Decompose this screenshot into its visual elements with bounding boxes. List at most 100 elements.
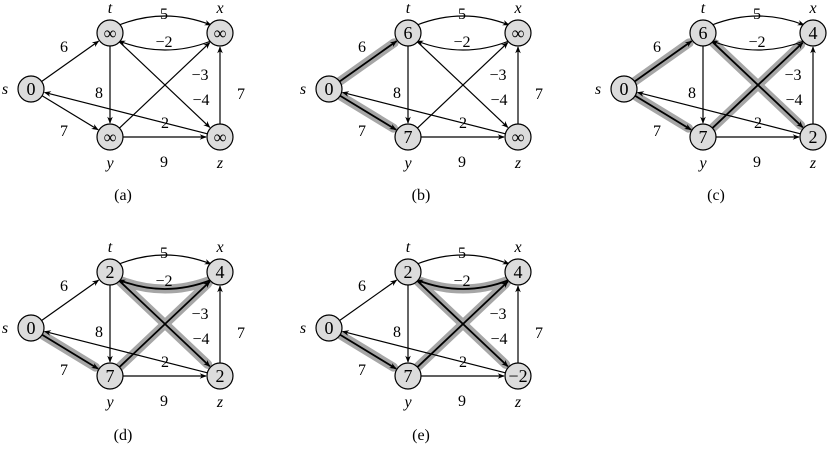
edge-weight-s-y: 7 — [358, 362, 366, 379]
edge-t-x — [416, 15, 510, 26]
vertex-y: 7y — [394, 362, 422, 411]
vertex-distance: 2 — [404, 262, 413, 282]
vertex-name: s — [595, 81, 601, 98]
vertex-y: 7y — [96, 362, 124, 411]
vertex-circle — [689, 123, 717, 151]
edge-weight-z-s: 2 — [459, 115, 467, 132]
vertex-circle — [394, 362, 422, 390]
edge-weight-z-x: 7 — [535, 325, 543, 342]
vertex-distance: 7 — [106, 366, 115, 386]
vertex-distance: 0 — [620, 79, 629, 99]
edge-weight-s-y: 7 — [358, 123, 366, 140]
vertex-y: ∞y — [96, 123, 124, 172]
vertex-name: y — [402, 394, 412, 411]
vertex-y: 7y — [394, 123, 422, 172]
edge-weight-y-z: 9 — [160, 154, 168, 171]
edge-weight-y-x: −3 — [489, 67, 506, 84]
vertex-name: t — [108, 0, 113, 17]
vertex-distance: 0 — [325, 79, 334, 99]
edge-weight-y-z: 9 — [458, 393, 466, 410]
vertex-distance: −2 — [508, 366, 527, 386]
edge-weight-x-t: −2 — [155, 34, 172, 51]
vertex-distance: 2 — [106, 262, 115, 282]
vertex-distance: 4 — [216, 262, 225, 282]
edge-y-x — [711, 41, 804, 129]
edge-y-x — [417, 42, 509, 129]
edge-s-t — [634, 40, 693, 83]
edge-s-t — [41, 40, 100, 82]
edge-x-t — [118, 40, 212, 51]
vertex-name: y — [697, 155, 707, 172]
edge-weight-y-x: −3 — [489, 306, 506, 323]
edge-s-t — [41, 279, 100, 321]
vertex-distance: ∞ — [512, 23, 525, 43]
vertex-s: 0s — [2, 314, 45, 342]
edge-weight-x-t: −2 — [453, 34, 470, 51]
vertex-name: y — [104, 155, 114, 172]
vertex-circle — [504, 19, 532, 47]
edge-weight-t-z: −4 — [192, 331, 209, 348]
vertex-z: 2z — [206, 362, 234, 411]
edge-s-y — [339, 94, 397, 131]
vertex-circle — [17, 314, 45, 342]
edge-s-y — [634, 94, 692, 131]
vertex-distance: 2 — [809, 127, 818, 147]
edge-t-x — [118, 15, 212, 26]
vertex-t: 2t — [394, 239, 422, 286]
edge-weight-x-t: −2 — [453, 273, 470, 290]
edge-weight-z-s: 2 — [161, 354, 169, 371]
vertex-name: s — [2, 320, 8, 337]
edge-x-t — [416, 279, 510, 290]
edge-weight-z-s: 2 — [754, 115, 762, 132]
vertex-y: 7y — [689, 123, 717, 172]
edge-y-x — [118, 280, 211, 368]
edge-weight-t-y: 8 — [393, 324, 401, 341]
edge-z-s — [341, 330, 506, 374]
edge-weight-s-t: 6 — [60, 39, 68, 56]
vertex-circle — [689, 19, 717, 47]
vertex-name: x — [215, 0, 223, 17]
edge-x-t — [416, 40, 510, 51]
vertex-name: x — [215, 239, 223, 256]
vertex-circle — [394, 123, 422, 151]
edge-weight-s-y: 7 — [60, 123, 68, 140]
panel-caption: (c) — [707, 187, 725, 204]
edge-weight-s-y: 7 — [653, 123, 661, 140]
edge-weight-x-t: −2 — [155, 273, 172, 290]
panel-caption: (b) — [412, 187, 431, 204]
vertex-circle — [96, 362, 124, 390]
shortest-path-highlights — [333, 38, 399, 133]
edge-weight-t-x: 5 — [458, 6, 466, 23]
edge-weight-z-x: 7 — [237, 325, 245, 342]
vertex-distance: 2 — [216, 366, 225, 386]
vertex-distance: ∞ — [214, 127, 227, 147]
vertex-distance: 6 — [699, 23, 708, 43]
vertex-s: 0s — [300, 314, 343, 342]
vertex-distance: ∞ — [512, 127, 525, 147]
edge-weight-s-y: 7 — [60, 362, 68, 379]
vertex-t: 6t — [689, 0, 717, 47]
edge-weight-s-t: 6 — [358, 39, 366, 56]
edge-weight-t-z: −4 — [490, 331, 507, 348]
edge-y-x — [119, 42, 211, 129]
edge-y-x — [416, 280, 509, 368]
vertex-name: s — [2, 81, 8, 98]
vertex-x: ∞x — [206, 0, 234, 47]
vertex-circle — [96, 19, 124, 47]
vertex-name: x — [513, 0, 521, 17]
vertex-circle — [394, 258, 422, 286]
nodes: 0s∞t∞x∞y∞z — [2, 0, 234, 172]
vertex-name: t — [406, 239, 411, 256]
edge-weight-y-x: −3 — [784, 67, 801, 84]
vertex-distance: 0 — [325, 318, 334, 338]
vertex-s: 0s — [300, 75, 343, 103]
edge-weight-s-t: 6 — [60, 278, 68, 295]
